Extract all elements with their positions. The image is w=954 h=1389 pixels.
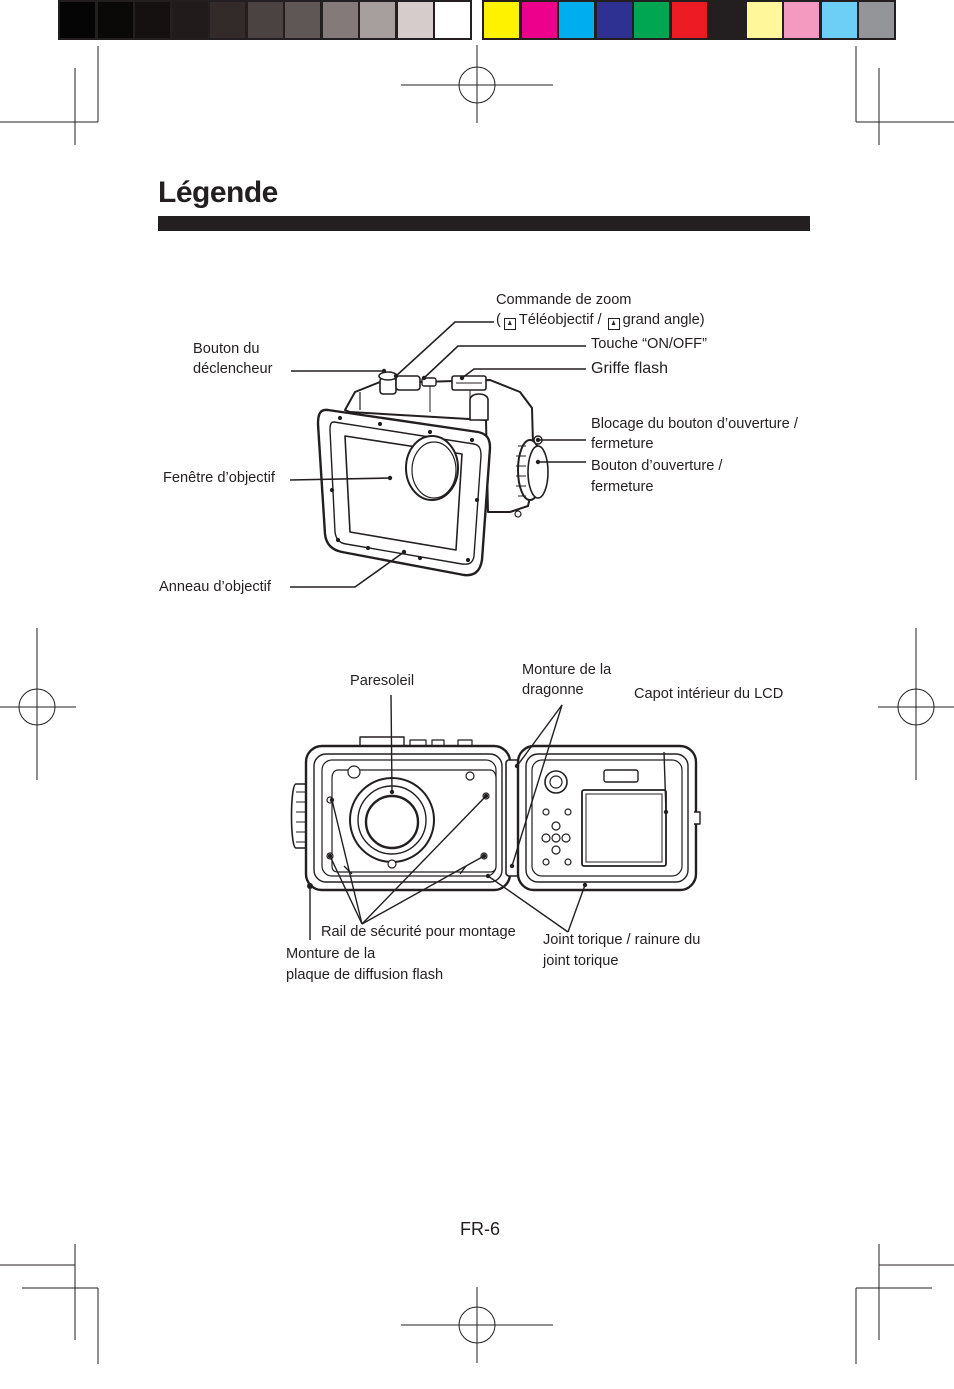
label-lcd-cover: Capot intérieur du LCD xyxy=(634,686,784,702)
label-shutter-button-2: déclencheur xyxy=(193,361,273,377)
figure1-leader-lines xyxy=(289,321,586,588)
gray-swatch xyxy=(210,2,245,38)
figure1-leader-dots xyxy=(381,368,541,555)
label-strap-mount-1: Monture de la xyxy=(522,662,612,678)
gray-swatch xyxy=(397,2,433,38)
label-diffuser-mount-1: Monture de la xyxy=(286,946,376,962)
gray-swatch xyxy=(435,2,470,38)
label-o-ring-1: Joint torique / rainure du xyxy=(543,932,701,948)
color-swatch xyxy=(746,2,782,38)
color-swatch xyxy=(821,2,857,38)
gray-swatch xyxy=(172,2,208,38)
label-o-ring-2: joint torique xyxy=(543,953,619,969)
color-swatch xyxy=(784,2,819,38)
gray-swatch xyxy=(247,2,283,38)
wide-angle-text: grand angle) xyxy=(622,312,705,328)
gray-swatch xyxy=(285,2,320,38)
title-rule xyxy=(158,216,810,231)
label-shutter-button-1: Bouton du xyxy=(193,341,260,357)
page-number: FR-6 xyxy=(460,1219,500,1239)
color-swatch xyxy=(596,2,632,38)
label-zoom-detail: (♟Téléobjectif /♟grand angle) xyxy=(496,310,705,331)
crop-marks xyxy=(0,46,954,1364)
color-swatch xyxy=(634,2,669,38)
label-zoom-control: Commande de zoom xyxy=(496,292,632,308)
gray-swatch xyxy=(360,2,395,38)
telephoto-icon: ♟ xyxy=(503,318,516,330)
gray-swatch xyxy=(60,2,95,38)
page-title: Légende xyxy=(158,176,278,209)
label-open-button-2: fermeture xyxy=(591,479,654,495)
wide-angle-icon: ♟ xyxy=(607,318,620,330)
label-strap-mount-2: dragonne xyxy=(522,682,584,698)
label-lens-ring: Anneau d’objectif xyxy=(159,579,271,595)
label-mounting-rail: Rail de sécurité pour montage xyxy=(321,924,516,940)
figure2-leader-dots xyxy=(307,763,669,889)
gray-swatch xyxy=(322,2,358,38)
label-lens-window: Fenêtre d’objectif xyxy=(163,470,275,486)
label-sunshade: Paresoleil xyxy=(350,673,415,689)
label-lock-button-2: fermeture xyxy=(591,436,654,452)
housing-front-illustration xyxy=(316,371,549,577)
registration-marks xyxy=(0,45,954,1363)
color-swatch xyxy=(484,2,519,38)
open-paren: ( xyxy=(496,312,501,328)
telephoto-text: Téléobjectif / xyxy=(518,312,602,328)
color-calibration-bar xyxy=(0,0,954,42)
gray-swatch xyxy=(97,2,133,38)
label-on-off-button: Touche “ON/OFF” xyxy=(591,336,707,352)
color-swatch xyxy=(559,2,594,38)
label-diffuser-mount-2: plaque de diffusion flash xyxy=(286,967,444,983)
label-lock-button-1: Blocage du bouton d’ouverture / xyxy=(591,416,798,432)
figure2-leader-lines xyxy=(309,694,667,940)
housing-interior-illustration xyxy=(290,736,701,892)
label-flash-shoe: Griffe flash xyxy=(591,360,669,377)
color-swatch xyxy=(671,2,707,38)
gray-swatch xyxy=(135,2,170,38)
color-swatch xyxy=(859,2,894,38)
label-open-button-1: Bouton d’ouverture / xyxy=(591,458,723,474)
color-swatch xyxy=(709,2,744,38)
color-swatch xyxy=(521,2,557,38)
